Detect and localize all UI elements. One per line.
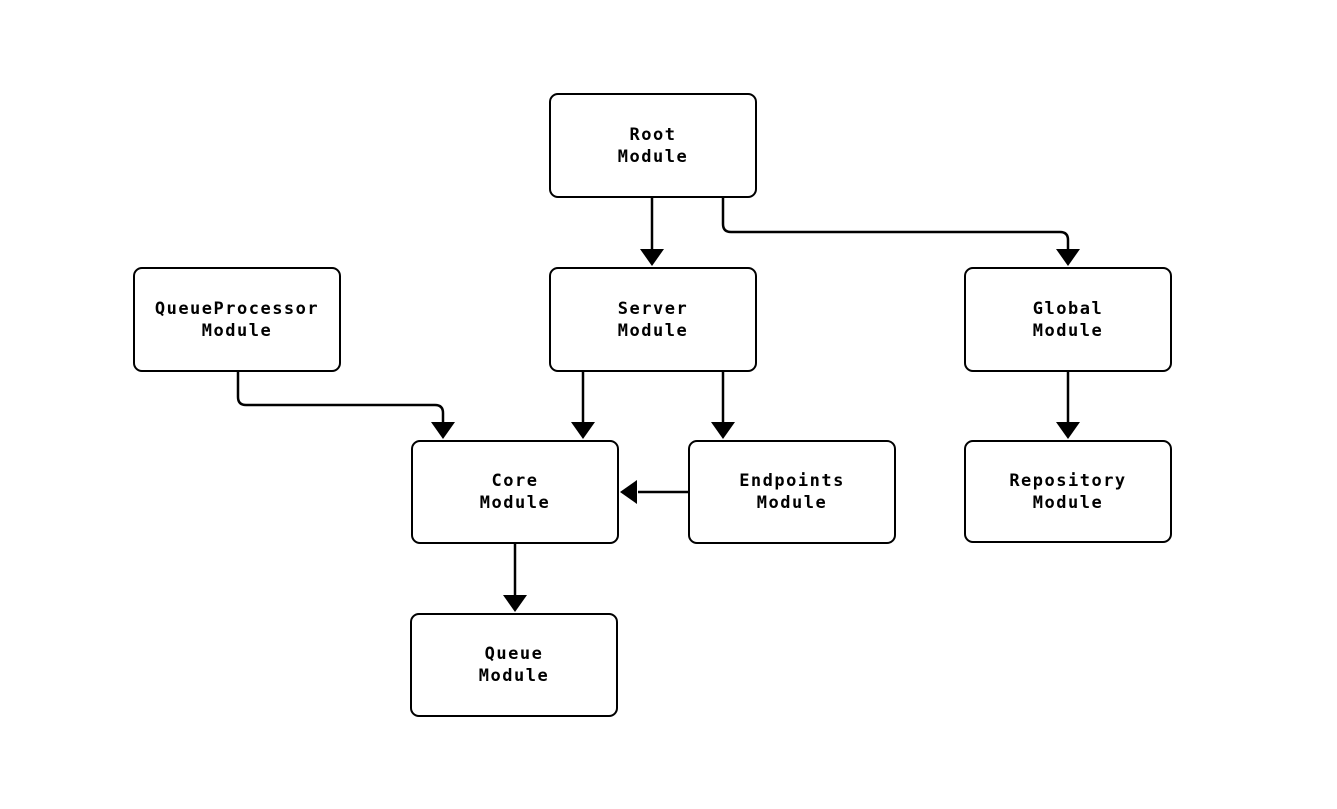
node-global-module: Global Module xyxy=(964,267,1172,372)
edge-global-to-repository xyxy=(1056,372,1080,439)
node-root-module-label: Root Module xyxy=(617,124,689,167)
edge-server-to-endpoints xyxy=(711,372,735,439)
edge-root-to-server xyxy=(640,197,664,266)
node-queue-module: Queue Module xyxy=(410,613,618,717)
node-core-module: Core Module xyxy=(411,440,619,544)
node-endpoints-module-label: Endpoints Module xyxy=(739,471,845,513)
node-repository-module-label: Repository Module xyxy=(1009,470,1127,513)
arrowhead-down-icon xyxy=(1056,249,1080,266)
node-server-module: Server Module xyxy=(549,267,757,372)
node-queueprocessor-module: QueueProcessor Module xyxy=(133,267,341,372)
edge-core-to-queue xyxy=(503,544,527,612)
edge-endpoints-to-core xyxy=(620,480,688,504)
arrowhead-down-icon xyxy=(1056,422,1080,439)
edge-queueprocessor-to-core xyxy=(236,372,455,439)
arrowhead-down-icon xyxy=(431,422,455,439)
node-root-module: Root Module xyxy=(549,93,757,198)
node-repository-module: Repository Module xyxy=(964,440,1172,543)
arrowhead-down-icon xyxy=(571,422,595,439)
arrowhead-left-icon xyxy=(620,480,637,504)
arrowhead-down-icon xyxy=(640,249,664,266)
node-global-module-label: Global Module xyxy=(1032,298,1104,341)
node-server-module-label: Server Module xyxy=(617,298,689,341)
arrowhead-down-icon xyxy=(711,422,735,439)
node-endpoints-module: Endpoints Module xyxy=(688,440,896,544)
edge-server-to-core xyxy=(571,372,595,439)
node-core-module-label: Core Module xyxy=(479,471,551,513)
arrowhead-down-icon xyxy=(503,595,527,612)
node-queue-module-label: Queue Module xyxy=(478,644,550,686)
node-queueprocessor-module-label: QueueProcessor Module xyxy=(154,298,320,341)
edge-root-to-global xyxy=(721,197,1080,266)
